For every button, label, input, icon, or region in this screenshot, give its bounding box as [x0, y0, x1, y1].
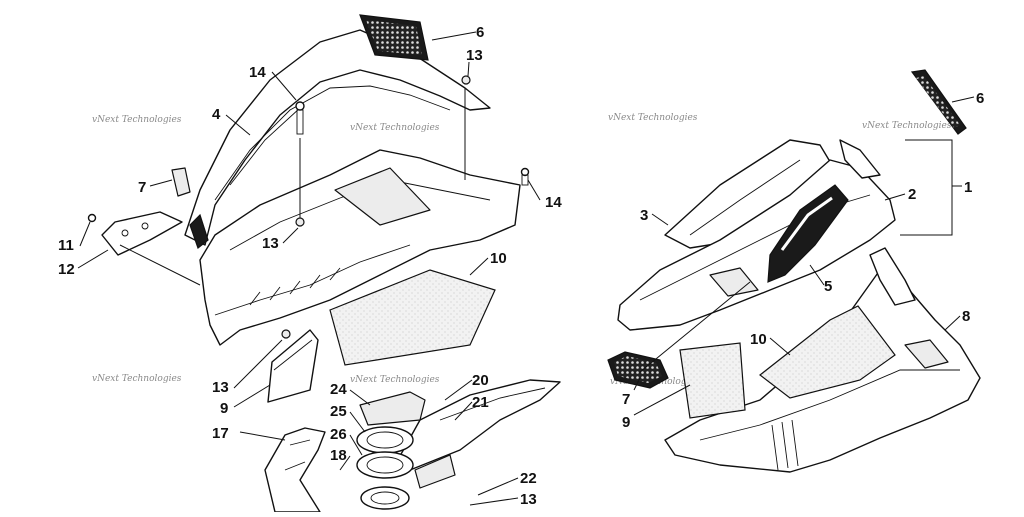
part-25-26-rings	[356, 426, 414, 510]
part-grille-6-right	[910, 69, 967, 135]
callout-labels: 6 13 14 4 7 11 12 13 10 14 13 9 17 24 25…	[58, 24, 984, 508]
part-24-plate	[359, 391, 426, 426]
part-12-bracket	[101, 211, 183, 256]
part-bezel	[199, 149, 521, 346]
callout-17: 17	[212, 425, 229, 442]
callout-6-right: 6	[976, 90, 984, 107]
watermark-text: vNext Technologies	[608, 113, 698, 123]
callout-13-bottom: 13	[520, 491, 537, 508]
callout-24: 24	[330, 381, 347, 398]
callout-14-left: 14	[249, 64, 266, 81]
part-grille-top	[359, 14, 429, 61]
callout-7-left: 7	[138, 179, 146, 196]
callout-22: 22	[520, 470, 537, 487]
watermark-text: vNext Technologies	[862, 121, 952, 131]
part-9-right	[679, 342, 746, 419]
watermark-text: vNext Technologies	[350, 375, 440, 385]
watermark-text: vNext Technologies	[350, 123, 440, 133]
part-7-left	[171, 167, 191, 197]
callout-5: 5	[824, 278, 832, 295]
callout-10-left: 10	[490, 250, 507, 267]
callout-11: 11	[58, 237, 74, 254]
part-hood-upper	[184, 29, 491, 249]
callout-2: 2	[908, 186, 916, 203]
callout-13-top: 13	[466, 47, 483, 64]
part-17-18-duct	[264, 427, 326, 513]
callout-6-left: 6	[476, 24, 484, 41]
callout-13-mid: 13	[262, 235, 279, 252]
callout-4: 4	[212, 106, 221, 123]
part-9-left	[267, 329, 319, 403]
fasteners-left	[87, 75, 530, 339]
callout-3: 3	[640, 207, 648, 224]
watermark-text: vNext Technologies	[92, 374, 182, 384]
callout-20: 20	[472, 372, 489, 389]
callout-8: 8	[962, 308, 970, 325]
callout-26: 26	[330, 426, 347, 443]
watermark-text: vNext Technologies	[92, 115, 182, 125]
callout-21: 21	[472, 394, 489, 411]
callout-9-left: 9	[220, 400, 228, 417]
callout-18: 18	[330, 447, 347, 464]
part-panel-10-left	[329, 269, 496, 366]
callout-9-right: 9	[622, 414, 630, 431]
callout-7-right: 7	[622, 391, 630, 408]
callout-12: 12	[58, 261, 75, 278]
part-panel-10-right	[759, 305, 896, 399]
callout-13-low: 13	[212, 379, 229, 396]
leader-lines-left	[77, 31, 541, 506]
callout-10-right: 10	[750, 331, 767, 348]
group-bracket-1	[900, 139, 962, 236]
part-side-panel-2	[617, 139, 896, 331]
callout-25: 25	[330, 403, 347, 420]
callout-1: 1	[964, 179, 972, 196]
callout-14-right: 14	[545, 194, 562, 211]
leader-lines-right	[633, 96, 975, 416]
